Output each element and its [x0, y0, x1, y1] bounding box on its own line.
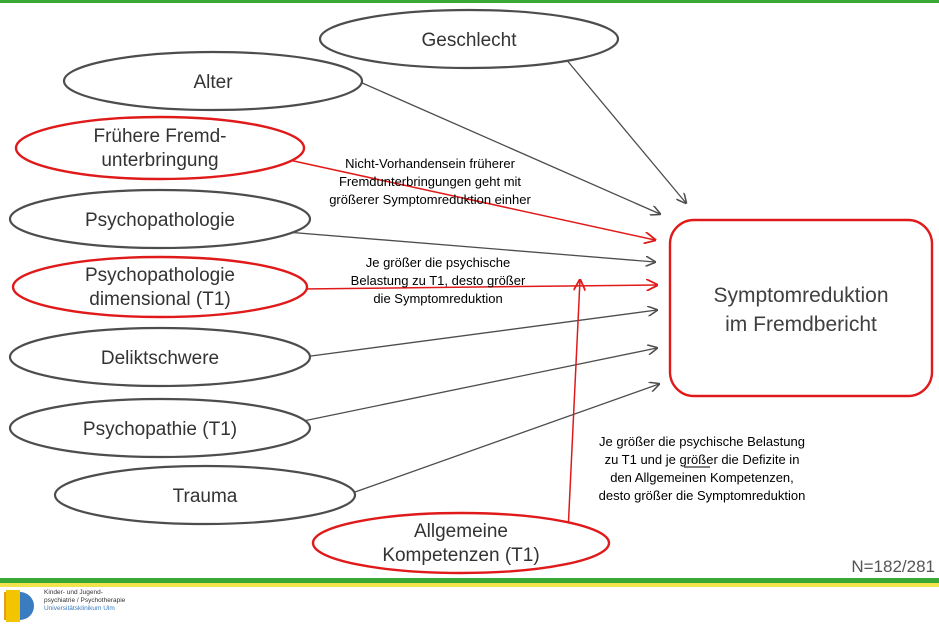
- annotation-line: die Symptomreduktion: [373, 291, 502, 306]
- arrow-deliktschwere: [295, 310, 657, 359]
- clinic-logo-icon: [0, 590, 34, 622]
- annotation-line: Je größer die psychische Belastung: [599, 434, 805, 449]
- node-label: Allgemeine: [414, 521, 508, 542]
- node-psychopathologie-dim: Psychopathologie dimensional (T1): [11, 255, 309, 319]
- node-label: Geschlecht: [421, 30, 517, 51]
- node-label: Psychopathie (T1): [83, 419, 237, 440]
- top-rule: [0, 0, 939, 3]
- node-label: Kompetenzen (T1): [382, 545, 539, 566]
- node-deliktschwere: Deliktschwere: [8, 326, 312, 388]
- node-fremdunterbringung: Frühere Fremd- unterbringung: [14, 115, 306, 181]
- annotation-line: Fremdunterbringungen geht mit: [339, 174, 521, 189]
- logo-line: Kinder- und Jugend-: [44, 589, 103, 596]
- target-node: Symptomreduktion im Fremdbericht: [668, 218, 934, 398]
- footer-bar-green: [0, 578, 939, 583]
- annotation-line: den Allgemeinen Kompetenzen,: [610, 470, 794, 485]
- node-label: Trauma: [173, 486, 238, 507]
- node-label: dimensional (T1): [89, 289, 231, 310]
- annotation-fremdunterbringung: Nicht-Vorhandensein früherer Fremdunterb…: [329, 156, 531, 207]
- node-alter: Alter: [62, 50, 364, 112]
- annotation-line: größerer Symptomreduktion einher: [329, 192, 531, 207]
- footer-bar-yellow: [0, 583, 939, 587]
- node-psychopathologie: Psychopathologie: [8, 188, 312, 250]
- annotation-line: Je größer die psychische: [366, 255, 511, 270]
- annotation-kompetenzen: Je größer die psychische Belastung zu T1…: [599, 434, 806, 503]
- node-label: Psychopathologie: [85, 265, 235, 286]
- arrow-psychopathologie: [236, 227, 655, 262]
- annotation-psychopathologie: Je größer die psychische Belastung zu T1…: [351, 255, 526, 306]
- node-label: unterbringung: [101, 150, 218, 171]
- arrow-trauma: [354, 384, 659, 493]
- arrow-kompetenzen: [567, 280, 580, 533]
- annotation-line: zu T1 und je größer die Defizite in: [605, 452, 800, 467]
- annotation-line: desto größer die Symptomreduktion: [599, 488, 806, 503]
- node-psychopathie: Psychopathie (T1): [8, 397, 312, 459]
- node-kompetenzen: Allgemeine Kompetenzen (T1): [311, 511, 611, 575]
- logo-text: Kinder- und Jugend- psychiatrie / Psycho…: [44, 589, 125, 613]
- arrow-geschlecht: [564, 57, 686, 203]
- node-geschlecht: Geschlecht: [318, 8, 620, 70]
- arrow-fremdunterbringung: [279, 157, 655, 240]
- target-label: im Fremdbericht: [725, 313, 877, 336]
- arrow-psychopathologie-dim: [301, 285, 657, 289]
- arrow-psychopathie: [283, 348, 657, 426]
- node-label: Deliktschwere: [101, 348, 219, 369]
- annotation-line: Belastung zu T1, desto größer: [351, 273, 526, 288]
- arrow-alter: [359, 81, 660, 214]
- footer-logo: Kinder- und Jugend- psychiatrie / Psycho…: [0, 588, 154, 624]
- sample-size: N=182/281: [851, 557, 935, 576]
- node-label: Psychopathologie: [85, 210, 235, 231]
- node-trauma: Trauma: [53, 464, 357, 526]
- node-label: Alter: [193, 72, 233, 93]
- logo-line: Universitätsklinikum Ulm: [44, 605, 115, 612]
- logo-line: psychiatrie / Psychotherapie: [44, 597, 126, 604]
- path-diagram: Geschlecht Alter Frühere Fremd- unterbri…: [8, 8, 934, 575]
- annotation-line: Nicht-Vorhandensein früherer: [345, 156, 515, 171]
- node-label: Frühere Fremd-: [93, 126, 226, 147]
- target-label: Symptomreduktion: [713, 284, 888, 307]
